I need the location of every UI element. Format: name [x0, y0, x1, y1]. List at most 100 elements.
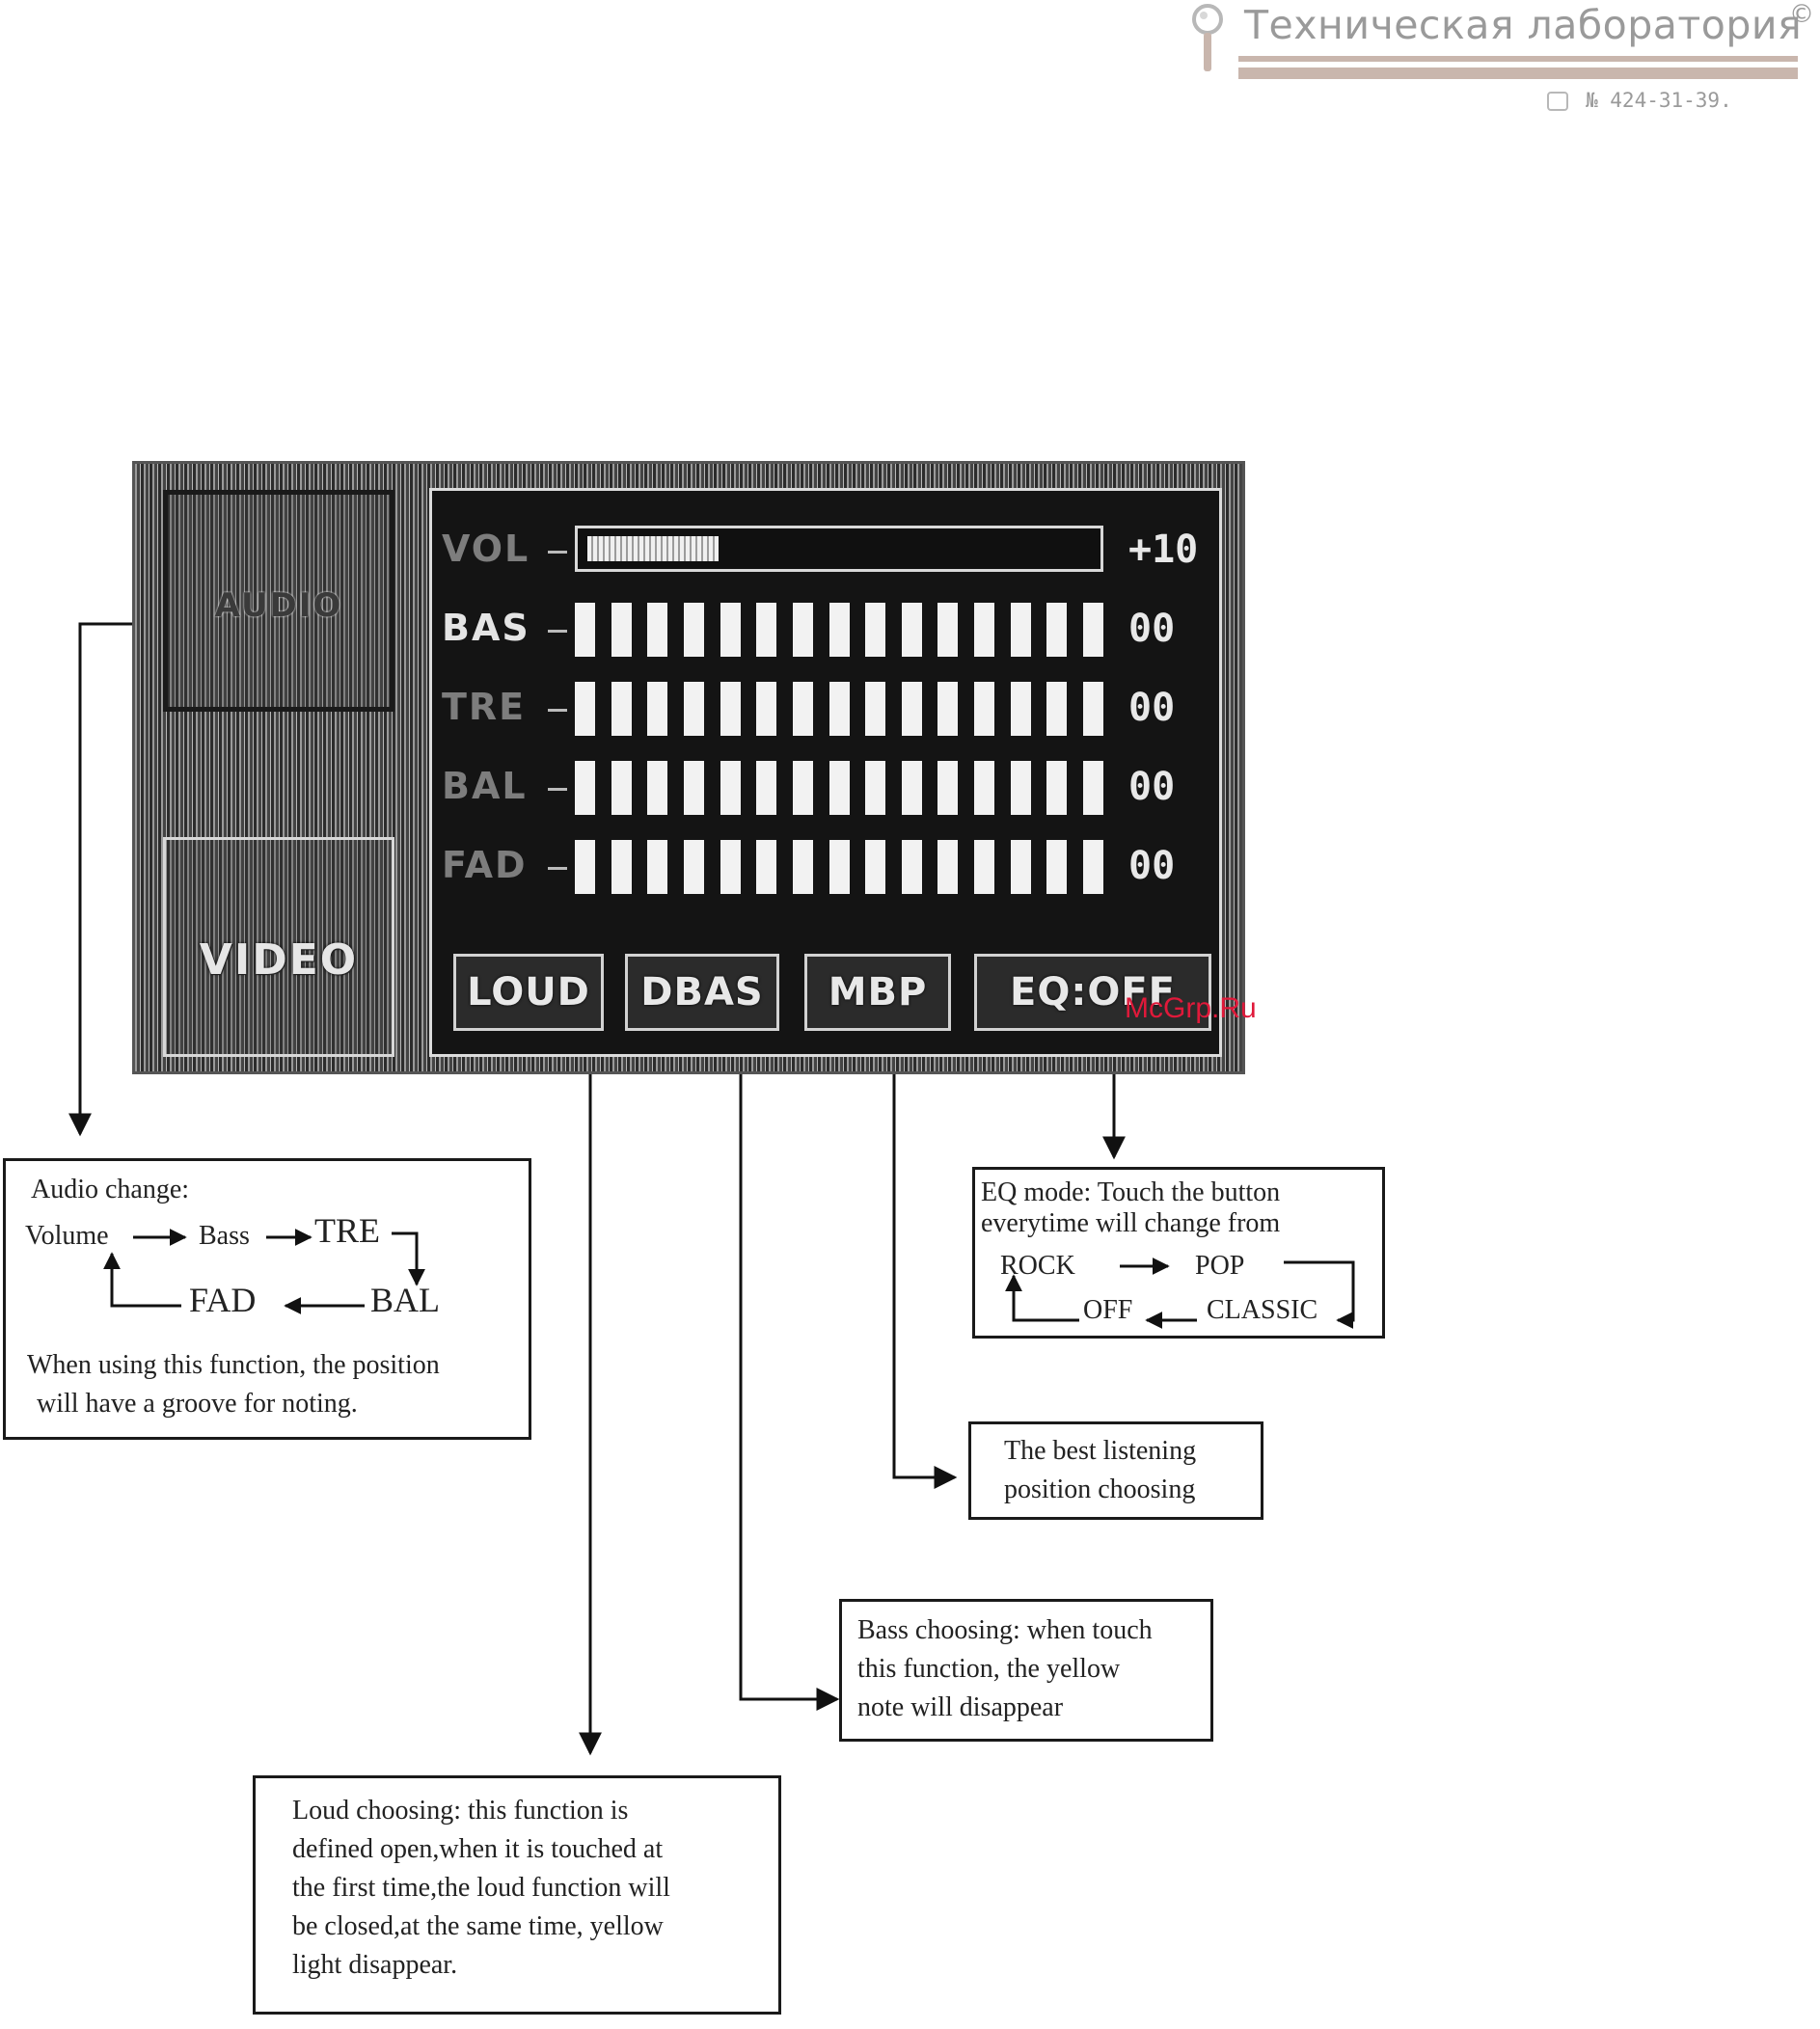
loud-note-line5: light disappear. [292, 1950, 458, 1980]
mbp-note: The best listening position choosing [968, 1421, 1263, 1520]
bar-segment [974, 682, 994, 736]
bar-segment [684, 682, 704, 736]
balance-value: 00 [1128, 765, 1176, 809]
watermark-rule [1238, 56, 1798, 62]
magnifier-icon [1192, 4, 1223, 71]
bar-segment [902, 682, 922, 736]
bar-segment [684, 603, 704, 657]
bar-segment [865, 603, 885, 657]
bar-segment [937, 840, 958, 894]
row-dash [548, 788, 567, 791]
bar-segment [684, 840, 704, 894]
volume-label: VOL [442, 528, 530, 570]
eq-cycle-off: OFF [1083, 1295, 1133, 1325]
bar-segment [793, 761, 813, 815]
fader-row: FAD 00 [432, 838, 1223, 896]
eq-note-line2: everytime will change from [981, 1208, 1281, 1238]
audio-button[interactable]: AUDIO [163, 490, 394, 712]
dbas-note-line2: this function, the yellow [857, 1654, 1121, 1684]
volume-row: VOL +10 [432, 522, 1223, 580]
bar-segment [829, 761, 850, 815]
cycle-bal: BAL [370, 1281, 440, 1319]
phone-icon [1547, 92, 1568, 111]
fader-bar-scale[interactable] [575, 840, 1103, 894]
bar-segment [1011, 761, 1031, 815]
bar-segment [575, 761, 595, 815]
loud-button[interactable]: LOUD [453, 954, 604, 1031]
watermark-rule-thick [1238, 68, 1798, 79]
fader-value: 00 [1128, 844, 1176, 888]
bar-segment [865, 761, 885, 815]
audio-cycle-arrows [103, 1229, 425, 1314]
bar-segment [720, 761, 741, 815]
volume-fill [587, 536, 719, 561]
mbp-connector [892, 1061, 958, 1489]
bar-segment [611, 682, 632, 736]
bar-segment [1083, 840, 1103, 894]
eq-cycle-arrows [1005, 1258, 1355, 1329]
volume-slider[interactable] [575, 526, 1103, 572]
audio-note-line1: When using this function, the position [27, 1350, 440, 1380]
bass-bar-scale[interactable] [575, 603, 1103, 657]
dbas-note-line1: Bass choosing: when touch [857, 1615, 1153, 1645]
bar-segment [865, 840, 885, 894]
bar-segment [1046, 761, 1067, 815]
bar-segment [1011, 840, 1031, 894]
bar-segment [974, 761, 994, 815]
balance-label: BAL [442, 765, 528, 807]
bar-segment [575, 682, 595, 736]
treble-row: TRE 00 [432, 680, 1223, 738]
bar-segment [937, 682, 958, 736]
bar-segment [575, 603, 595, 657]
row-dash [548, 867, 567, 870]
eq-button[interactable]: EQ:OFF [974, 954, 1211, 1031]
bar-segment [647, 682, 667, 736]
bar-segment [793, 603, 813, 657]
loud-note-line2: defined open,when it is touched at [292, 1834, 664, 1864]
settings-panel: VOL +10 BAS 00 TRE 00 BAL 00 FAD [429, 488, 1257, 1057]
fader-label: FAD [442, 844, 528, 886]
bar-segment [611, 761, 632, 815]
bar-segment [902, 603, 922, 657]
dbas-note: Bass choosing: when touch this function,… [839, 1599, 1213, 1742]
bass-label: BAS [442, 607, 530, 649]
loud-note-line4: be closed,at the same time, yellow [292, 1911, 664, 1941]
video-button[interactable]: VIDEO [163, 837, 394, 1057]
mbp-note-line2: position choosing [1004, 1474, 1196, 1504]
eq-mode-note: EQ mode: Touch the button everytime will… [972, 1167, 1385, 1339]
bar-segment [756, 840, 776, 894]
bar-segment [937, 761, 958, 815]
row-dash [548, 551, 567, 554]
audio-note-title: Audio change: [31, 1175, 190, 1204]
bar-segment [611, 840, 632, 894]
bar-segment [974, 840, 994, 894]
bar-segment [1083, 761, 1103, 815]
eq-note-line1: EQ mode: Touch the button [981, 1177, 1281, 1207]
balance-bar-scale[interactable] [575, 761, 1103, 815]
bar-segment [647, 840, 667, 894]
bar-segment [829, 682, 850, 736]
bar-segment [684, 761, 704, 815]
loud-note: Loud choosing: this function is defined … [253, 1775, 781, 2015]
bar-segment [829, 840, 850, 894]
treble-bar-scale[interactable] [575, 682, 1103, 736]
bar-segment [720, 603, 741, 657]
eq-cycle-pop: POP [1195, 1251, 1245, 1281]
bar-segment [720, 682, 741, 736]
audio-settings-screen: AUDIO VIDEO VOL +10 BAS 00 TRE 00 BAL [132, 461, 1257, 1074]
treble-value: 00 [1128, 686, 1176, 730]
bar-segment [647, 761, 667, 815]
bar-segment [1046, 682, 1067, 736]
bar-segment [756, 682, 776, 736]
loud-note-line1: Loud choosing: this function is [292, 1796, 629, 1826]
volume-value: +10 [1128, 528, 1199, 572]
cycle-bass: Bass [199, 1221, 250, 1251]
phone-number: № 424-31-39. [1586, 89, 1732, 112]
audio-note-line2: will have a groove for noting. [37, 1389, 358, 1419]
bar-segment [756, 603, 776, 657]
bar-segment [1011, 682, 1031, 736]
mbp-button[interactable]: MBP [804, 954, 951, 1031]
bar-segment [974, 603, 994, 657]
bar-segment [611, 603, 632, 657]
dbas-button[interactable]: DBAS [625, 954, 779, 1031]
